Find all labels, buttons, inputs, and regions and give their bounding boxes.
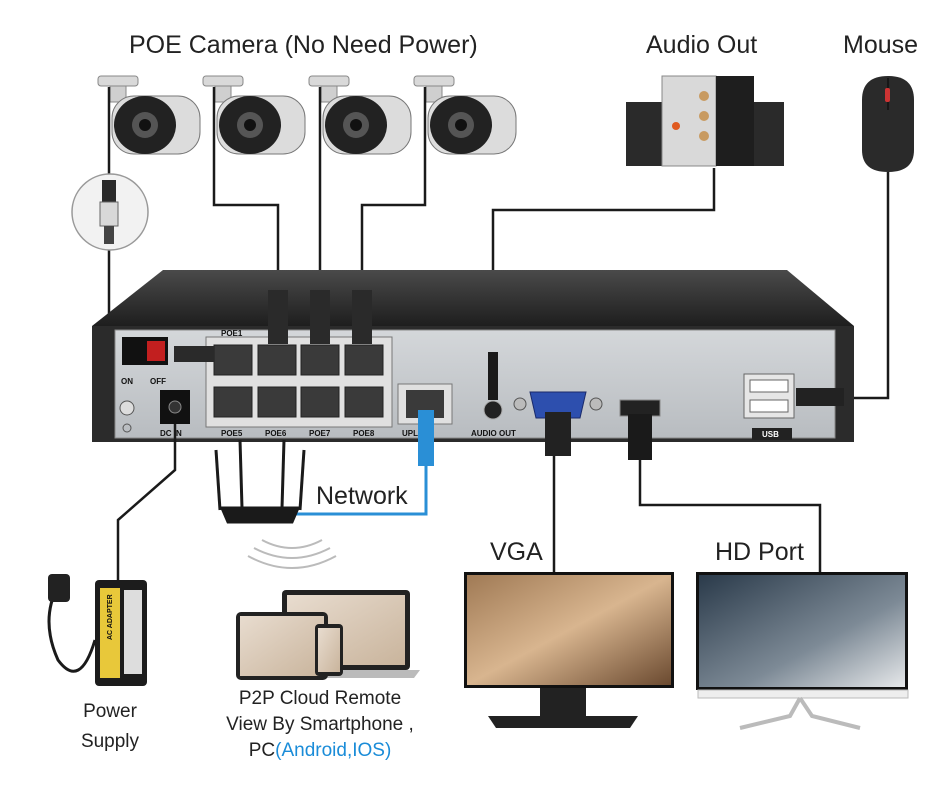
hdmi-plug xyxy=(628,414,652,460)
p2p-pc: PC xyxy=(248,740,276,761)
usb-label: USB xyxy=(762,430,779,439)
router-icon xyxy=(214,439,306,524)
audio-out-port-label: AUDIO OUT xyxy=(471,429,516,438)
poe8-label: POE8 xyxy=(353,429,375,438)
camera-4 xyxy=(413,75,517,155)
poe1-label: POE1 xyxy=(221,329,243,338)
p2p-line2: View By Smartphone , xyxy=(226,714,414,735)
poe-ports xyxy=(213,344,384,418)
supply-label: Supply xyxy=(80,731,140,752)
camera-2 xyxy=(202,75,306,155)
mouse-cable xyxy=(845,172,890,400)
on-label: ON xyxy=(121,377,133,386)
network-label: Network xyxy=(316,482,408,510)
power-label: Power xyxy=(83,701,137,722)
vga-plug xyxy=(545,412,571,456)
dc-in-label: DC IN xyxy=(160,429,182,438)
hd-monitor xyxy=(696,572,909,730)
vga-port xyxy=(513,391,603,419)
poe7-label: POE7 xyxy=(309,429,331,438)
network-cable xyxy=(272,466,428,516)
audio-out-port xyxy=(483,400,503,420)
power-cable xyxy=(116,424,177,580)
power-supply-label: Power Supply xyxy=(60,697,160,757)
off-label: OFF xyxy=(150,377,166,386)
poe-plugs xyxy=(174,290,372,362)
vga-label: VGA xyxy=(490,538,543,566)
poe-camera-label: POE Camera (No Need Power) xyxy=(129,31,478,59)
power-adapter xyxy=(47,574,147,686)
usb-ports xyxy=(743,373,795,440)
p2p-line3: PC(Android,IOS) xyxy=(200,738,440,764)
hdmi-cable xyxy=(638,460,822,572)
p2p-caption: P2P Cloud Remote View By Smartphone , PC… xyxy=(200,686,440,764)
speaker-icon xyxy=(626,75,784,167)
dc-in-port xyxy=(160,390,190,424)
poe6-label: POE6 xyxy=(265,429,287,438)
wifi-icon xyxy=(247,539,337,569)
audio-out-label: Audio Out xyxy=(646,31,758,59)
usb-plug xyxy=(796,388,844,406)
power-switch xyxy=(122,337,168,365)
hd-port-label: HD Port xyxy=(715,538,804,566)
hdmi-port xyxy=(619,399,661,417)
camera-1 xyxy=(97,75,201,155)
rj45-connector-zoom xyxy=(71,173,149,251)
ground-screw xyxy=(119,400,135,416)
mouse-icon xyxy=(862,76,914,172)
adapter-label: AC ADAPTER xyxy=(107,594,114,640)
mouse-label: Mouse xyxy=(843,31,919,59)
p2p-devices xyxy=(236,590,420,680)
network-plug xyxy=(418,410,434,466)
vga-monitor xyxy=(464,572,674,728)
p2p-platforms: (Android,IOS) xyxy=(275,740,392,761)
audio-plug xyxy=(488,352,498,400)
poe5-label: POE5 xyxy=(221,429,243,438)
camera-3 xyxy=(308,75,412,155)
nvr-recorder: ON OFF DC IN POE1 POE5 POE6 POE7 POE8 xyxy=(92,270,854,442)
p2p-line1: P2P Cloud Remote xyxy=(238,688,402,709)
uplink-label: UPLINK xyxy=(402,429,432,438)
